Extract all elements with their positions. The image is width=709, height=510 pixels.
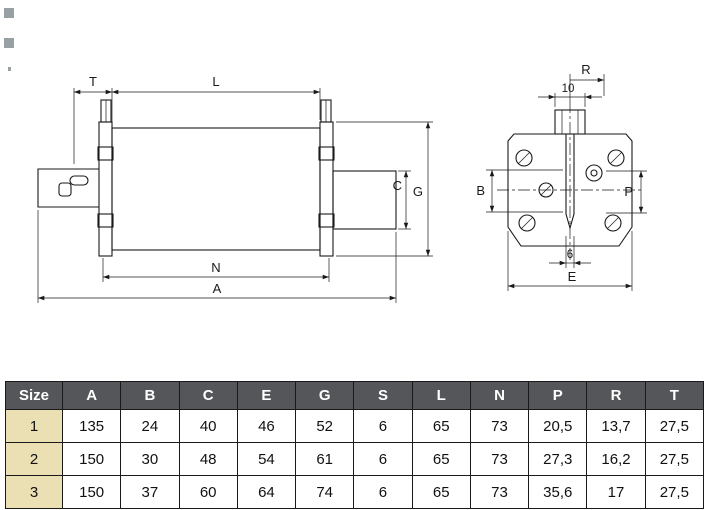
dim-label-E: E: [568, 269, 577, 284]
table-cell: 24: [120, 409, 180, 443]
table-cell: 20,5: [528, 409, 588, 443]
col-header-p: P: [528, 381, 588, 410]
dim-B: B: [476, 169, 563, 213]
col-header-size: Size: [5, 381, 63, 410]
table-cell: 60: [178, 475, 238, 509]
dim-G: G: [336, 121, 433, 257]
table-row: 1 135 24 40 46 52 6 65 73 20,5 13,7 27,5: [5, 409, 705, 443]
side-view: T L N A C: [37, 74, 433, 303]
dim-6: 6: [549, 236, 591, 268]
dimension-table: Size A B C E G S L N P R T 1 135: [5, 381, 705, 509]
table-cell: 64: [236, 475, 297, 509]
col-header-b: B: [120, 381, 180, 410]
page-mark: [8, 67, 11, 71]
table-row: 2 150 30 48 54 61 6 65 73 27,3 16,2 27,5: [5, 442, 705, 476]
front-view-geometry: [497, 101, 643, 261]
table-cell: 27,5: [644, 409, 705, 443]
table-cell: 37: [120, 475, 180, 509]
dim-10: 10: [538, 83, 602, 107]
col-header-r: R: [586, 381, 646, 410]
dim-label-T: T: [89, 74, 97, 89]
dim-E: E: [507, 231, 633, 291]
table-cell: 150: [61, 442, 122, 476]
dim-label-G: G: [413, 184, 423, 199]
dim-L: L: [112, 74, 321, 120]
dim-label-10: 10: [562, 83, 575, 95]
table-header-row: Size A B C E G S L N P R T: [5, 381, 705, 410]
dim-label-C: C: [393, 178, 402, 193]
table-cell: 74: [295, 475, 355, 509]
table-cell: 6: [353, 442, 413, 476]
dim-label-A: A: [213, 281, 222, 296]
col-header-s: S: [353, 381, 413, 410]
size-cell: 3: [5, 475, 63, 509]
table-cell: 65: [411, 442, 471, 476]
side-view-geometry: [37, 99, 397, 257]
table-cell: 65: [411, 475, 471, 509]
col-header-l: L: [411, 381, 471, 410]
col-header-g: G: [295, 381, 355, 410]
table-cell: 27,5: [644, 442, 705, 476]
dim-label-R: R: [581, 62, 590, 77]
col-header-a: A: [61, 381, 122, 410]
table-cell: 65: [411, 409, 471, 443]
table-cell: 48: [178, 442, 238, 476]
table-cell: 27,3: [528, 442, 588, 476]
table-cell: 150: [61, 475, 122, 509]
table-cell: 6: [353, 475, 413, 509]
table-cell: 17: [586, 475, 646, 509]
table-cell: 6: [353, 409, 413, 443]
table-cell: 135: [61, 409, 122, 443]
col-header-c: C: [178, 381, 238, 410]
dim-P: P: [606, 170, 647, 214]
dim-N: N: [102, 258, 330, 282]
table-cell: 73: [469, 409, 530, 443]
dim-R: R: [569, 62, 605, 101]
table-cell: 30: [120, 442, 180, 476]
table-cell: 52: [295, 409, 355, 443]
size-cell: 2: [5, 442, 63, 476]
dim-label-6: 6: [567, 249, 573, 261]
table-cell: 46: [236, 409, 297, 443]
front-view: R 10 B P: [476, 62, 647, 291]
size-cell: 1: [5, 409, 63, 443]
page-mark: [4, 8, 14, 18]
dim-label-B: B: [476, 183, 485, 198]
dim-C: C: [393, 170, 411, 230]
dim-label-N: N: [211, 260, 220, 275]
table-cell: 35,6: [528, 475, 588, 509]
table-cell: 61: [295, 442, 355, 476]
table-row: 3 150 37 60 64 74 6 65 73 35,6 17 27,5: [5, 475, 705, 509]
table-cell: 16,2: [586, 442, 646, 476]
page-mark: [4, 38, 14, 48]
table-cell: 54: [236, 442, 297, 476]
table-cell: 73: [469, 475, 530, 509]
table-cell: 13,7: [586, 409, 646, 443]
table-cell: 73: [469, 442, 530, 476]
col-header-t: T: [644, 381, 705, 410]
dim-label-L: L: [212, 74, 219, 89]
fuse-technical-drawing: T L N A C: [37, 62, 647, 303]
col-header-e: E: [236, 381, 297, 410]
table-cell: 40: [178, 409, 238, 443]
dim-A: A: [37, 210, 397, 303]
dim-label-P: P: [624, 184, 633, 199]
dimension-table-wrap: Size A B C E G S L N P R T 1 135: [5, 381, 705, 509]
col-header-n: N: [469, 381, 530, 410]
table-cell: 27,5: [644, 475, 705, 509]
